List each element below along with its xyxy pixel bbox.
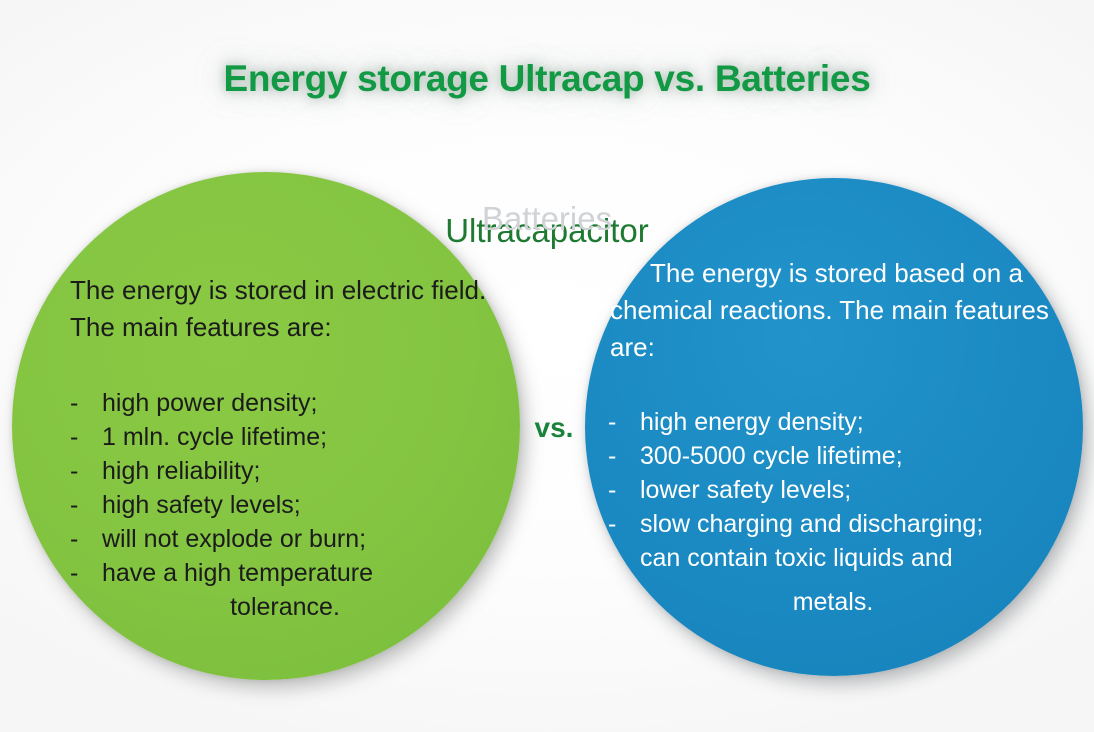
list-item-label: lower safety levels;: [640, 476, 852, 504]
list-item: -300-5000 cycle lifetime;: [608, 439, 1058, 473]
bullet-dash-icon: -: [608, 544, 617, 572]
ultracapacitor-bullet-list: -high power density;-1 mln. cycle lifeti…: [70, 386, 500, 590]
list-item-label: high power density;: [102, 389, 318, 417]
bullet-dash-icon: -: [70, 423, 79, 451]
bullet-dash-icon: -: [608, 408, 617, 436]
list-item: -have a high temperature: [70, 556, 500, 590]
bullet-dash-icon: -: [608, 510, 617, 538]
list-item-label: high reliability;: [102, 457, 261, 485]
list-item: -high safety levels;: [70, 488, 500, 522]
ultracapacitor-intro: The energy is stored in electric field. …: [70, 275, 487, 342]
page-title: Energy storage Ultracap vs. Batteries: [223, 58, 871, 99]
bullet-dash-icon: -: [70, 491, 79, 519]
list-item: -high energy density;: [608, 405, 1058, 439]
list-item: -slow charging and discharging;: [608, 507, 1058, 541]
list-item-label: will not explode or burn;: [102, 525, 367, 553]
versus-label: vs.: [534, 412, 574, 443]
bullet-dash-icon: -: [70, 559, 79, 587]
batteries-intro: The energy is stored based on a chemical…: [610, 258, 1049, 362]
bullet-dash-icon: -: [608, 442, 617, 470]
list-item-label: high energy density;: [640, 408, 864, 436]
ultracapacitor-tail: tolerance.: [230, 593, 340, 621]
bullet-dash-icon: -: [70, 525, 79, 553]
list-item: -can contain toxic liquids and: [608, 541, 1058, 575]
ultracapacitor-heading: Ultracapacitor: [445, 212, 649, 249]
bullet-dash-icon: -: [70, 457, 79, 485]
list-item-label: can contain toxic liquids and: [640, 544, 953, 572]
list-item: -lower safety levels;: [608, 473, 1058, 507]
list-item-label: have a high temperature: [102, 559, 374, 587]
bullet-dash-icon: -: [70, 389, 79, 417]
list-item-label: slow charging and discharging;: [640, 510, 984, 538]
bullet-dash-icon: -: [608, 476, 617, 504]
list-item: -will not explode or burn;: [70, 522, 500, 556]
batteries-heading: Batteries: [481, 200, 613, 237]
list-item: -high power density;: [70, 386, 500, 420]
list-item-label: high safety levels;: [102, 491, 301, 519]
batteries-bullet-list: -high energy density;-300-5000 cycle lif…: [608, 405, 1058, 575]
list-item-label: 300-5000 cycle lifetime;: [640, 442, 903, 470]
list-item: -1 mln. cycle lifetime;: [70, 420, 500, 454]
list-item: -high reliability;: [70, 454, 500, 488]
list-item-label: 1 mln. cycle lifetime;: [102, 423, 328, 451]
batteries-circle: [585, 178, 1083, 676]
ultracapacitor-circle: [12, 172, 520, 680]
batteries-tail: metals.: [792, 588, 874, 616]
